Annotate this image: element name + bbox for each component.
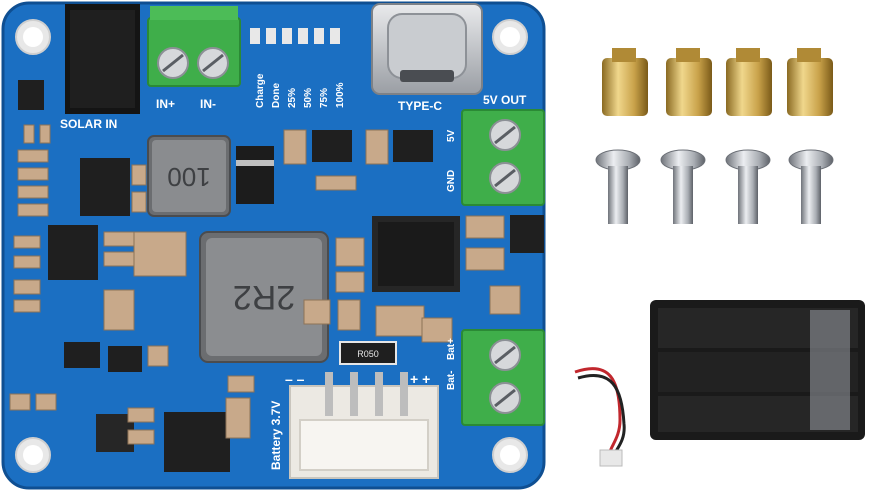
mounting-hole bbox=[492, 19, 528, 55]
current-sense-resistor bbox=[339, 341, 397, 365]
inductor-marking-2r2: 2R2 bbox=[233, 278, 295, 316]
charge-indicator-leds bbox=[250, 28, 340, 44]
dc-barrel-jack bbox=[65, 4, 140, 114]
inductor-marking-100: 100 bbox=[167, 162, 210, 192]
ic-chip bbox=[18, 80, 44, 110]
main-controller-ic bbox=[372, 216, 460, 292]
screw bbox=[725, 149, 771, 224]
resistor-marking: R050 bbox=[357, 349, 379, 359]
ic-chip bbox=[164, 412, 230, 472]
label-solar-in: SOLAR IN bbox=[60, 117, 117, 131]
brass-standoff bbox=[726, 48, 772, 116]
mosfet bbox=[80, 158, 130, 216]
label-100-percent: 100% bbox=[335, 82, 346, 108]
mounting-hole bbox=[15, 437, 51, 473]
label-25-percent: 25% bbox=[287, 88, 298, 108]
label-5v: 5V bbox=[446, 129, 457, 142]
label-bat-minus: Bat- bbox=[446, 371, 457, 390]
battery-jst-connector bbox=[289, 372, 439, 479]
label-gnd: GND bbox=[446, 170, 457, 192]
screw bbox=[660, 149, 706, 224]
schottky-diode bbox=[236, 146, 274, 204]
screw bbox=[788, 149, 834, 224]
ic-chip bbox=[108, 346, 142, 372]
ic-chip bbox=[312, 130, 352, 162]
ic-chip bbox=[510, 215, 544, 253]
label-plus-marks: + + bbox=[410, 371, 430, 387]
label-75-percent: 75% bbox=[319, 88, 330, 108]
label-five-v-out: 5V OUT bbox=[483, 93, 527, 107]
ic-chip bbox=[393, 130, 433, 162]
label-50-percent: 50% bbox=[303, 88, 314, 108]
mosfet bbox=[48, 225, 98, 280]
screw bbox=[595, 149, 641, 224]
mounting-hole bbox=[15, 19, 51, 55]
solar-input-terminal bbox=[147, 6, 241, 87]
label-done: Done bbox=[271, 83, 282, 108]
solar-power-manager-board: SOLAR IN IN+ IN- TYPE-C 5V OUT Charge Do… bbox=[1, 1, 546, 490]
small-inductor bbox=[147, 135, 231, 217]
brass-standoff bbox=[602, 48, 648, 116]
label-in-plus: IN+ bbox=[156, 97, 175, 111]
label-in-minus: IN- bbox=[200, 97, 216, 111]
brass-standoff bbox=[787, 48, 833, 116]
battery-holder bbox=[574, 300, 865, 467]
mounting-screws bbox=[595, 149, 834, 224]
label-battery-3-7v: Battery 3.7V bbox=[269, 401, 283, 470]
label-charge: Charge bbox=[255, 73, 266, 108]
label-bat-plus: Bat+ bbox=[446, 338, 457, 360]
battery-terminal bbox=[461, 329, 545, 426]
ic-chip bbox=[64, 342, 100, 368]
large-inductor bbox=[199, 231, 329, 363]
passive-components bbox=[9, 124, 521, 445]
label-type-c: TYPE-C bbox=[398, 99, 442, 113]
mounting-hole bbox=[492, 437, 528, 473]
usb-type-c-port bbox=[371, 3, 483, 95]
brass-standoff bbox=[666, 48, 712, 116]
label-minus-marks: – – bbox=[285, 371, 305, 387]
five-v-output-terminal bbox=[461, 109, 545, 206]
brass-standoffs bbox=[602, 48, 833, 116]
